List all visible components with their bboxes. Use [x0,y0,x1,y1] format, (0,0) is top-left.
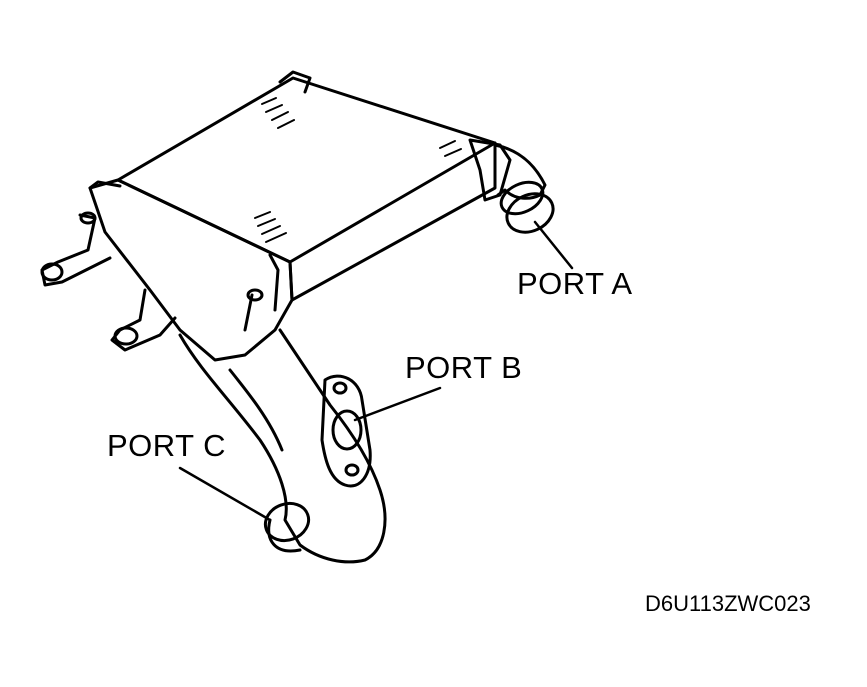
mount-bolt-left [40,262,64,282]
core-side-face [288,141,497,302]
port-a-elbow [493,143,547,200]
core-fins [254,97,462,243]
port-b-bolt-top [332,381,348,395]
port-c-label: PORT C [107,428,226,463]
mount-bracket-lower [110,288,177,352]
mount-stud-right [246,288,264,302]
port-a-label: PORT A [517,266,633,301]
mount-bracket-left [40,213,112,287]
mount-bolt-lower [113,326,139,346]
mount-stud-left [79,211,97,225]
outlet-pipe [178,328,387,564]
stud-line [243,293,254,332]
rear-tank-rim [278,70,312,94]
port-c-opening [263,501,311,543]
leader-port-c [178,466,272,522]
port-a-rim [499,180,545,216]
port-a-opening [505,192,555,234]
figure-code: D6U113ZWC023 [645,591,811,616]
port-b-bolt-bottom [344,463,360,477]
port-b-flange [320,374,372,488]
leader-port-a [533,220,574,270]
port-c-collar [267,518,302,553]
core-top-face [116,76,497,264]
leader-port-b [353,386,442,422]
port-b-label: PORT B [405,350,523,385]
port-b-opening [331,409,363,451]
left-end-tank [88,178,294,362]
left-tank-rim [88,180,122,190]
left-tank-edge [268,253,280,312]
outlet-pipe-inner [228,368,284,452]
